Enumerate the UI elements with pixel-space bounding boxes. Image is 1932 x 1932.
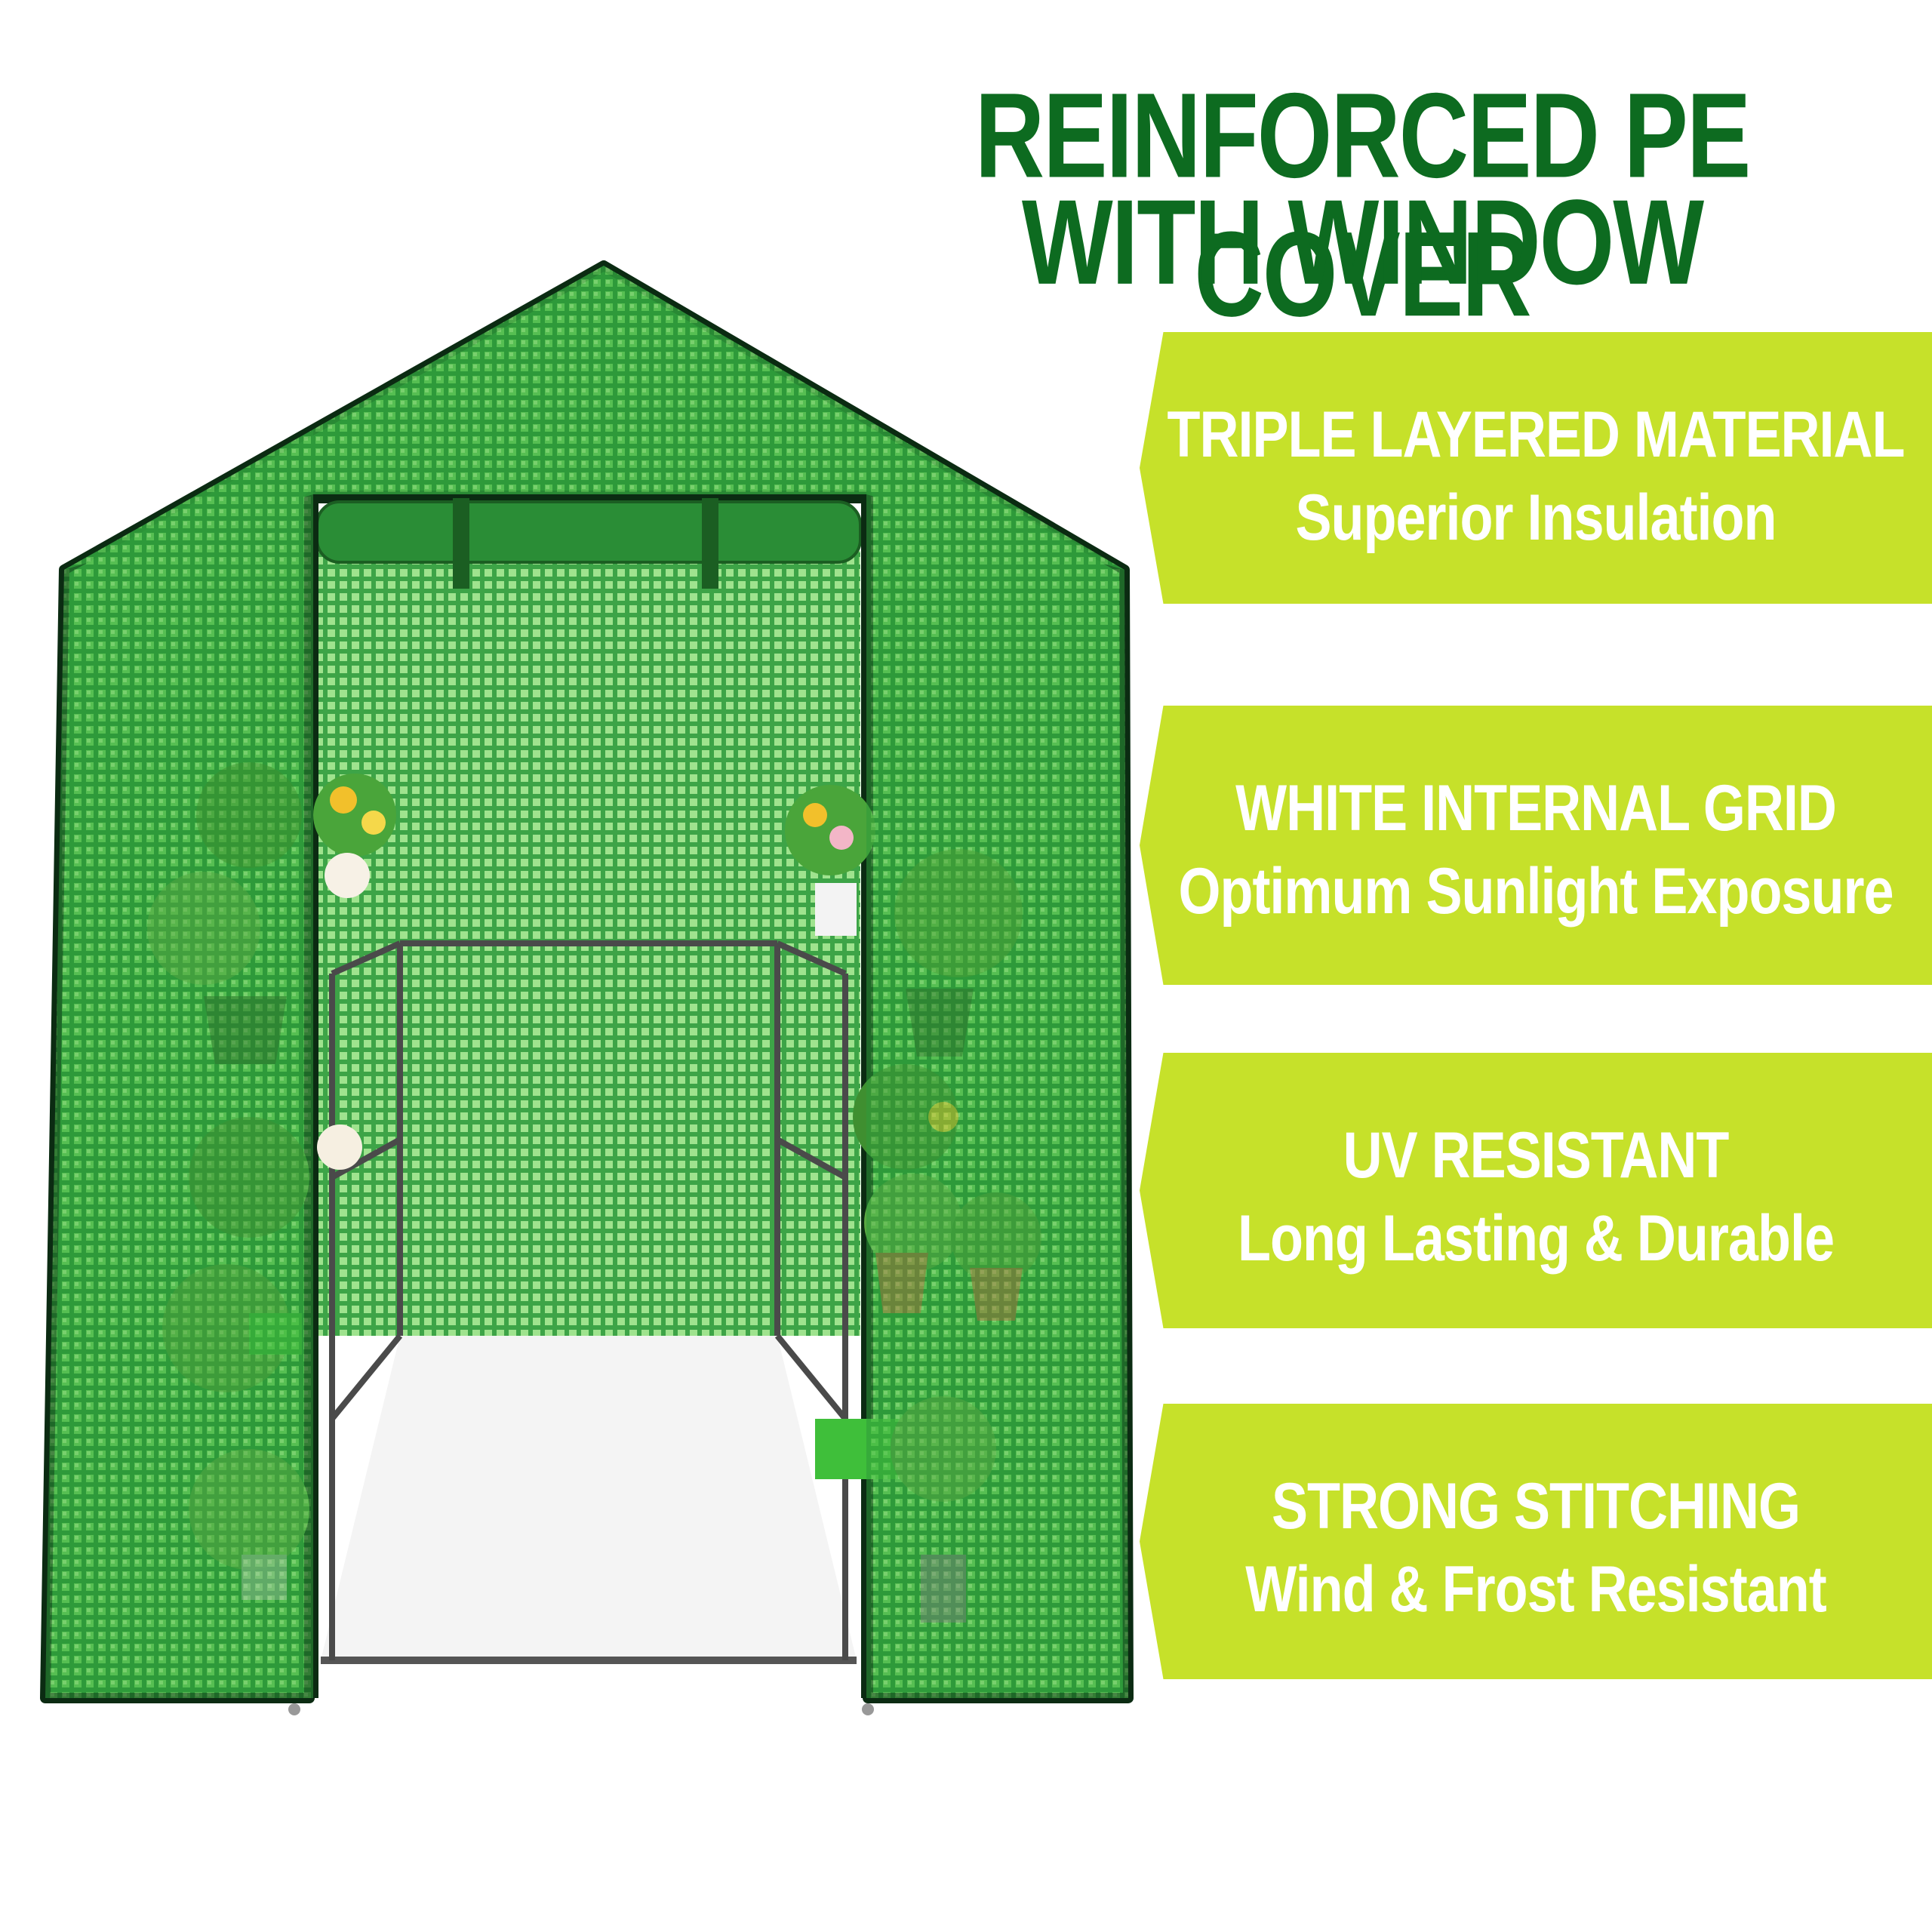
feature-title: UV RESISTANT bbox=[1343, 1119, 1730, 1192]
feature-subtitle: Superior Insulation bbox=[1295, 481, 1777, 554]
front-panel-right bbox=[866, 430, 1128, 1698]
roof-panel bbox=[64, 266, 1124, 570]
floor bbox=[321, 1336, 857, 1660]
feature-title: WHITE INTERNAL GRID bbox=[1235, 772, 1837, 844]
feature-subtitle: Optimum Sunlight Exposure bbox=[1178, 855, 1894, 928]
headline-line-1: REINFORCED PE COVER bbox=[974, 68, 1752, 343]
feature-title: TRIPLE LAYERED MATERIAL bbox=[1167, 398, 1905, 471]
feature-band-2: WHITE INTERNAL GRID Optimum Sunlight Exp… bbox=[1140, 706, 1932, 985]
front-panel-left bbox=[45, 430, 313, 1698]
feature-title: STRONG STITCHING bbox=[1272, 1470, 1801, 1543]
feature-band-4: STRONG STITCHING Wind & Frost Resistant bbox=[1140, 1404, 1932, 1679]
zipper-right bbox=[862, 1703, 874, 1715]
zipper-left bbox=[288, 1703, 300, 1715]
feature-band-1: TRIPLE LAYERED MATERIAL Superior Insulat… bbox=[1140, 332, 1932, 604]
feature-subtitle: Long Lasting & Durable bbox=[1237, 1202, 1835, 1275]
greenhouse-illustration bbox=[40, 260, 1134, 1715]
roll-up-door bbox=[315, 500, 862, 564]
feature-band-3: UV RESISTANT Long Lasting & Durable bbox=[1140, 1053, 1932, 1328]
strap-right bbox=[702, 498, 718, 589]
right-shelves bbox=[774, 940, 848, 1660]
headline-line-2: WITH WINDOW bbox=[1021, 175, 1704, 310]
left-shelves bbox=[329, 940, 777, 1660]
strap-left bbox=[453, 498, 469, 589]
feature-subtitle: Wind & Frost Resistant bbox=[1245, 1553, 1826, 1626]
